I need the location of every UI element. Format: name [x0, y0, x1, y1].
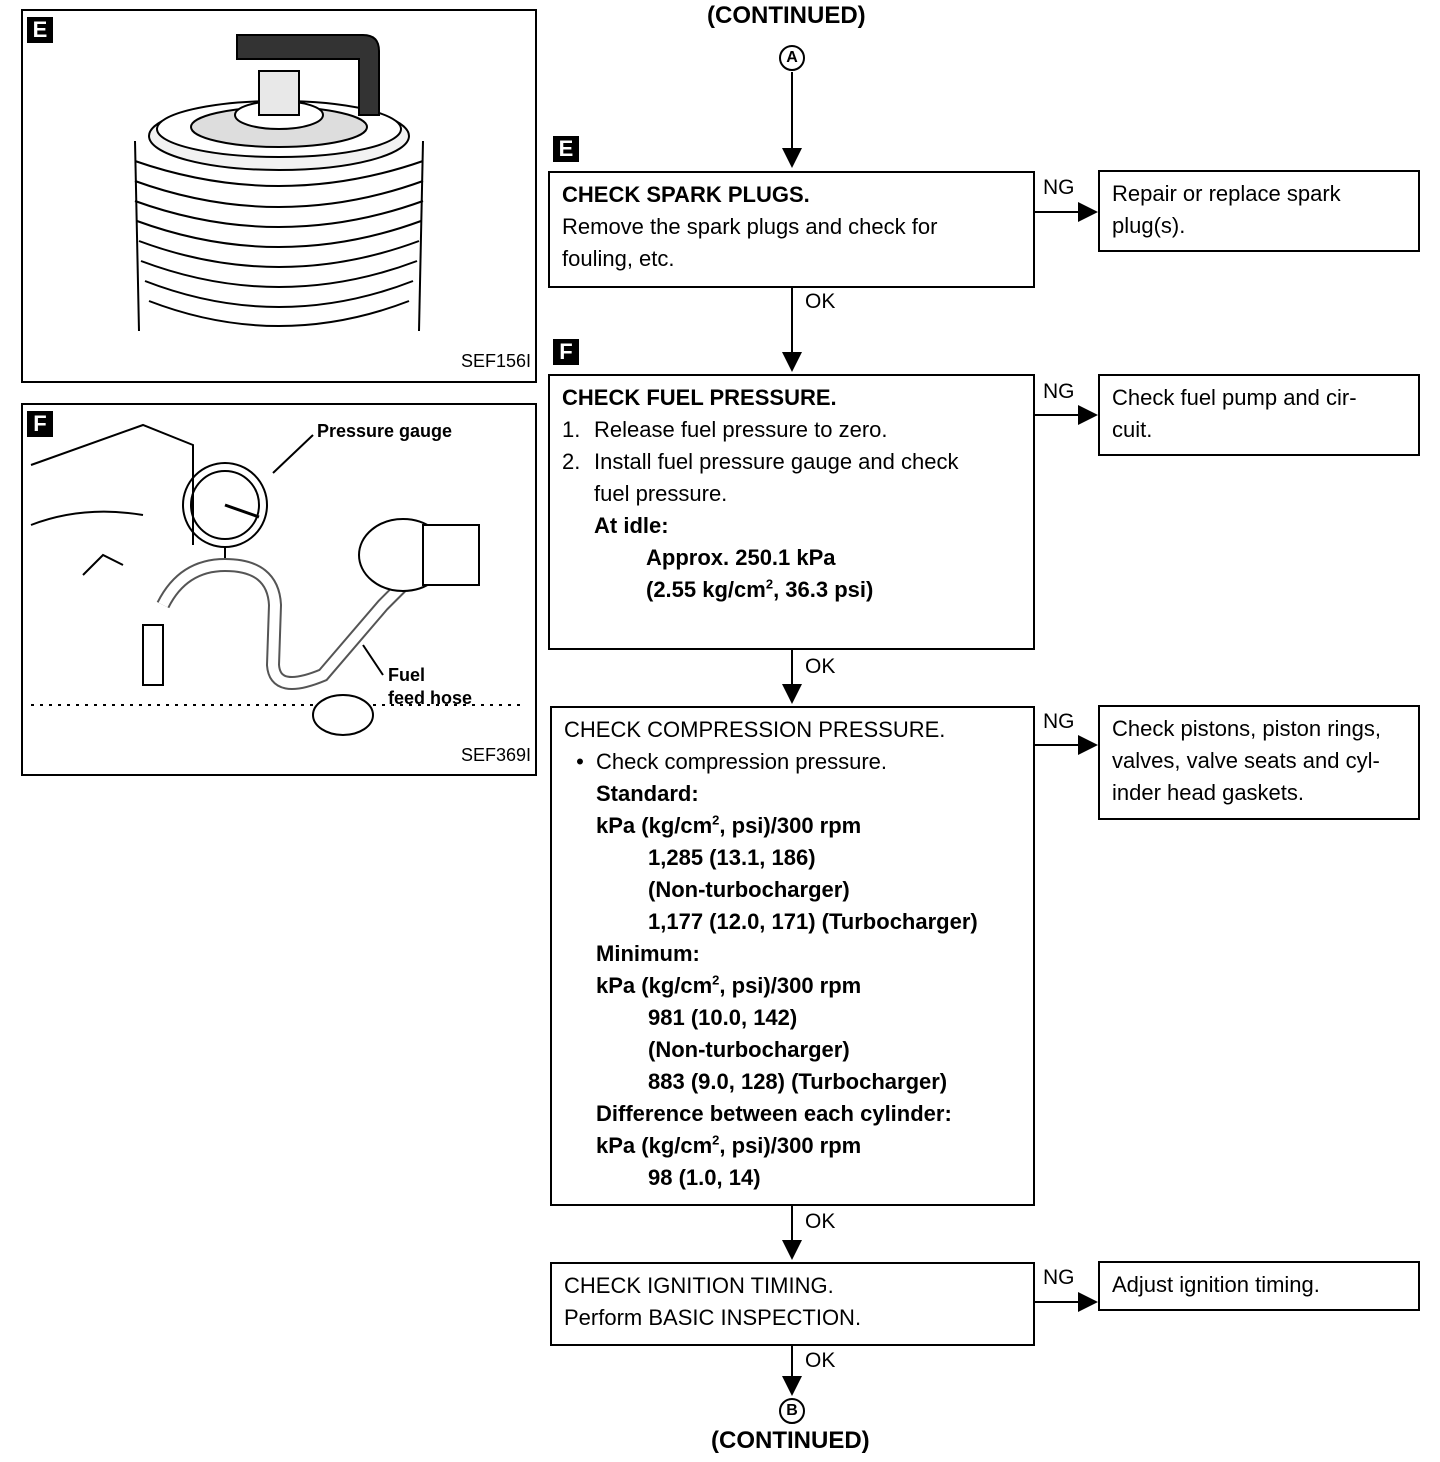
step-comp-unit-2-b: , psi)/300 rpm — [719, 973, 862, 998]
step-f-tag: F — [553, 339, 579, 365]
step-f-value2-a: (2.55 kg/cm — [646, 577, 766, 602]
step-f-item1-num: 1. — [562, 417, 581, 442]
step-comp-bullet-text: Check compression pressure. — [596, 749, 888, 774]
step-comp-unit-3: kPa (kg/cm2, psi)/300 rpm — [564, 1130, 1021, 1162]
step-comp-std1: 1,285 (13.1, 186) — [648, 845, 816, 870]
step-e-line1: Remove the spark plugs and check for — [562, 214, 938, 239]
step-comp-unit-1-sup: 2 — [712, 812, 720, 828]
step-f-item1: Release fuel pressure to zero. — [594, 417, 888, 442]
step-comp-ng-text-3: inder head gaskets. — [1112, 780, 1305, 805]
step-f-ng-label: NG — [1043, 380, 1075, 403]
continued-top-label: (CONTINUED) — [707, 2, 866, 29]
figure-spark-plug: E SEF156I — [21, 9, 537, 383]
step-comp-unit-1: kPa (kg/cm2, psi)/300 rpm — [564, 810, 1021, 842]
step-comp-unit-3-a: kPa (kg/cm — [596, 1133, 713, 1158]
step-comp-ng-text-2: valves, valve seats and cyl- — [1112, 748, 1380, 773]
figure-f-caption: SEF369I — [461, 745, 532, 765]
step-comp-difference: Difference between each cylinder: — [596, 1101, 952, 1126]
step-comp-unit-3-b: , psi)/300 rpm — [719, 1133, 862, 1158]
step-check-fuel-pressure: CHECK FUEL PRESSURE. 1. Release fuel pres… — [548, 374, 1035, 650]
step-comp-minimum: Minimum: — [596, 941, 700, 966]
fuel-hose-label-2: feed hose — [388, 688, 473, 708]
continued-bottom-label: (CONTINUED) — [711, 1427, 870, 1454]
step-f-item2b: fuel pressure. — [594, 481, 728, 506]
step-f-ng-text-2: cuit. — [1112, 417, 1153, 442]
step-ign-line1: Perform BASIC INSPECTION. — [564, 1305, 862, 1330]
step-comp-diff1: 98 (1.0, 14) — [648, 1165, 761, 1190]
step-ign-ok-label: OK — [805, 1349, 836, 1372]
step-comp-unit-1-b: , psi)/300 rpm — [719, 813, 862, 838]
step-comp-ng-label: NG — [1043, 710, 1075, 733]
connector-b: B — [779, 1398, 805, 1424]
step-comp-title: CHECK COMPRESSION PRESSURE. — [564, 717, 946, 742]
step-e-ng-text-2: plug(s). — [1112, 213, 1186, 238]
step-f-value2: (2.55 kg/cm2, 36.3 psi) — [562, 574, 1021, 606]
step-comp-unit-2: kPa (kg/cm2, psi)/300 rpm — [564, 970, 1021, 1002]
step-comp-min3: 883 (9.0, 128) (Turbocharger) — [648, 1069, 948, 1094]
step-ign-ng-text-1: Adjust ignition timing. — [1112, 1272, 1320, 1297]
spark-plug-illustration — [134, 34, 424, 332]
step-f-value2-b: , 36.3 psi) — [773, 577, 874, 602]
step-comp-unit-3-sup: 2 — [712, 1132, 720, 1148]
step-e-line2: fouling, etc. — [562, 246, 675, 271]
step-comp-std2: (Non-turbocharger) — [648, 877, 850, 902]
step-f-ok-label: OK — [805, 655, 836, 678]
step-f-item2-num: 2. — [562, 449, 581, 474]
step-f-ng-text-1: Check fuel pump and cir- — [1112, 385, 1357, 410]
figure-f-tag: F — [27, 411, 53, 437]
step-e-tag: E — [553, 136, 579, 162]
step-comp-ng-action: Check pistons, piston rings, valves, val… — [1098, 705, 1420, 820]
connector-a: A — [779, 45, 805, 71]
step-check-spark-plugs: CHECK SPARK PLUGS. Remove the spark plug… — [548, 171, 1035, 288]
step-ign-title: CHECK IGNITION TIMING. — [564, 1273, 834, 1298]
step-comp-std3: 1,177 (12.0, 171) (Turbocharger) — [648, 909, 978, 934]
figure-e-caption: SEF156I — [461, 351, 532, 371]
pressure-gauge-label: Pressure gauge — [317, 421, 453, 441]
step-comp-bullet: • — [576, 749, 584, 774]
step-comp-min2: (Non-turbocharger) — [648, 1037, 850, 1062]
step-f-ng-action: Check fuel pump and cir- cuit. — [1098, 374, 1420, 456]
step-e-ng-action: Repair or replace spark plug(s). — [1098, 170, 1420, 252]
step-comp-unit-2-sup: 2 — [712, 972, 720, 988]
step-f-title: CHECK FUEL PRESSURE. — [562, 385, 837, 410]
step-comp-ng-text-1: Check pistons, piston rings, — [1112, 716, 1382, 741]
step-comp-ok-label: OK — [805, 1210, 836, 1233]
step-e-ok-label: OK — [805, 290, 836, 313]
step-comp-unit-1-a: kPa (kg/cm — [596, 813, 713, 838]
gauge-illustration — [30, 423, 523, 736]
step-e-title: CHECK SPARK PLUGS. — [562, 182, 810, 207]
step-f-value2-sup: 2 — [765, 576, 774, 592]
step-f-at-idle: At idle: — [594, 513, 669, 538]
figure-fuel-pressure-gauge: F Pressure gauge Fuel feed hose SEF369I — [21, 403, 537, 776]
step-comp-standard: Standard: — [596, 781, 699, 806]
step-e-ng-text-1: Repair or replace spark — [1112, 181, 1341, 206]
step-f-item2a: Install fuel pressure gauge and check — [594, 449, 959, 474]
step-e-ng-label: NG — [1043, 176, 1075, 199]
figure-e-tag: E — [27, 17, 53, 43]
step-comp-min1: 981 (10.0, 142) — [648, 1005, 798, 1030]
step-f-value1: Approx. 250.1 kPa — [646, 545, 836, 570]
fuel-hose-label-1: Fuel — [388, 665, 426, 685]
step-ign-ng-action: Adjust ignition timing. — [1098, 1261, 1420, 1311]
step-comp-unit-2-a: kPa (kg/cm — [596, 973, 713, 998]
step-check-compression-pressure: CHECK COMPRESSION PRESSURE. • Check compr… — [550, 706, 1035, 1206]
step-ign-ng-label: NG — [1043, 1266, 1075, 1289]
step-check-ignition-timing: CHECK IGNITION TIMING. Perform BASIC INS… — [550, 1262, 1035, 1346]
